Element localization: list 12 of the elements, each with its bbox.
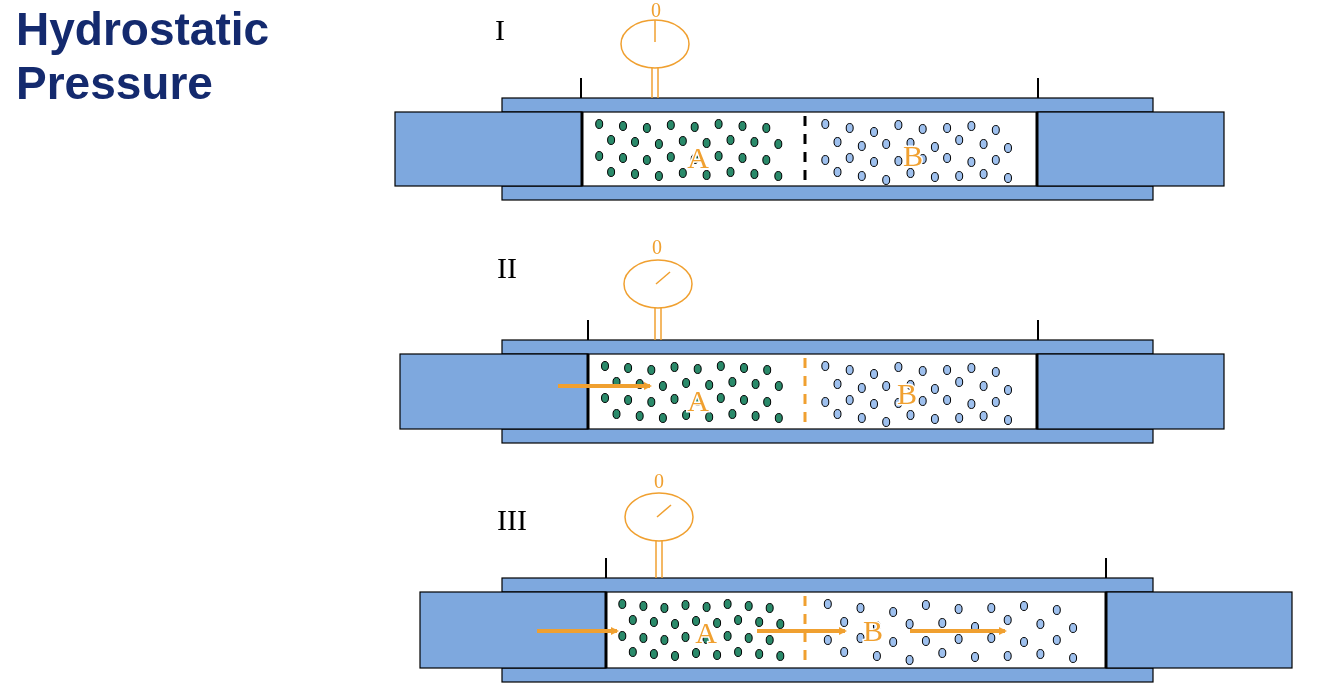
chamber-label: A (687, 384, 709, 417)
chamber-label: B (863, 614, 883, 647)
gauge-reading: 0 (652, 236, 662, 258)
gauge-reading: 0 (651, 0, 661, 21)
gauge-reading: 0 (654, 470, 664, 492)
panel-label: I (495, 13, 505, 46)
chamber-label: B (903, 139, 923, 172)
chamber-label: A (687, 141, 709, 174)
panel-label: II (497, 251, 517, 284)
chamber-label: A (695, 616, 717, 649)
slide-title: Hydrostatic Pressure (16, 2, 271, 110)
panel-label: III (497, 503, 527, 536)
